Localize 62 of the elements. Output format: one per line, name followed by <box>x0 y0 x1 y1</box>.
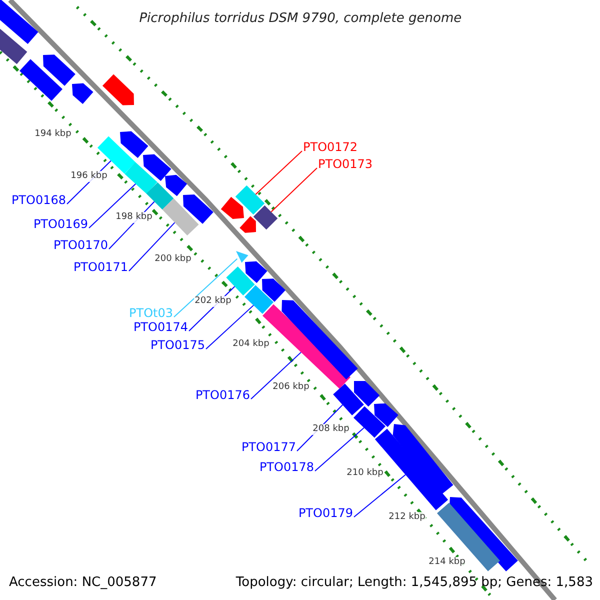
leader-line <box>314 427 364 472</box>
leader-line <box>354 474 406 518</box>
gene-feature <box>253 205 278 230</box>
gene-feature <box>143 154 172 182</box>
leader-line <box>206 304 254 350</box>
gene-feature <box>20 59 62 101</box>
gene-feature <box>162 198 199 236</box>
gene-feature <box>354 381 380 407</box>
leader-line <box>270 168 318 212</box>
gene-feature <box>235 185 265 215</box>
gene-label: PTO0169 <box>33 218 88 230</box>
gene-feature <box>392 424 454 495</box>
gene-feature <box>240 216 256 233</box>
gene-label: PTO0175 <box>150 339 205 351</box>
gene-label: PTO0178 <box>259 461 314 473</box>
gene-feature <box>220 196 244 220</box>
gene-label: PTO0174 <box>133 321 188 333</box>
gene-feature <box>226 266 255 296</box>
leader-line <box>255 150 302 195</box>
footer-text: Accession: NC_005877 <box>8 574 158 590</box>
scale-label: 210 kbp <box>346 468 384 478</box>
gene-feature <box>43 54 76 86</box>
scale-label: 204 kbp <box>232 338 270 350</box>
scale-label: 214 kbp <box>428 556 466 568</box>
gene-feature <box>353 406 386 438</box>
gene-label: PTO0168 <box>11 194 66 206</box>
gene-label: PTO0172 <box>303 141 358 153</box>
scale-label: 208 kbp <box>312 424 350 434</box>
scale-label: 202 kbp <box>194 296 232 306</box>
gene-label: PTO0171 <box>73 261 128 273</box>
gene-label: PTO0176 <box>195 389 250 401</box>
scale-label: 196 kbp <box>70 170 108 182</box>
gene-label: PTO0170 <box>53 239 108 251</box>
gene-feature <box>333 384 364 416</box>
leader-line <box>250 352 302 400</box>
gene-feature <box>0 0 38 44</box>
footer-text: Topology: circular; Length: 1,545,895 bp; Genes: 1,583 <box>234 574 594 590</box>
gene-feature <box>0 28 28 64</box>
leader-line <box>128 222 176 272</box>
gene-label: PTO0177 <box>241 441 296 453</box>
trna-marker <box>236 251 248 263</box>
scale-label: 206 kbp <box>272 382 310 392</box>
gene-label: PTO0179 <box>298 507 353 519</box>
scale-label: 212 kbp <box>388 512 426 522</box>
scale-label: 200 kbp <box>154 254 192 264</box>
gene-feature <box>282 300 358 380</box>
gene-feature <box>120 131 148 158</box>
scale-label: 194 kbp <box>34 128 72 140</box>
gene-feature <box>124 162 158 194</box>
gene-feature <box>244 285 274 314</box>
gene-feature <box>102 74 134 106</box>
gene-label: PTOt03 <box>129 307 173 319</box>
diagram-title: Picrophilus torridus DSM 9790, complete genome <box>139 12 462 24</box>
scale-label: 198 kbp <box>114 212 154 222</box>
leader-line <box>174 258 238 318</box>
leader-line <box>88 183 136 228</box>
gene-feature <box>262 278 286 302</box>
gene-feature <box>72 83 94 104</box>
gene-feature <box>245 261 268 283</box>
gene-feature <box>146 182 174 210</box>
gene-feature <box>183 194 214 224</box>
gene-label: PTO0173 <box>318 158 373 170</box>
